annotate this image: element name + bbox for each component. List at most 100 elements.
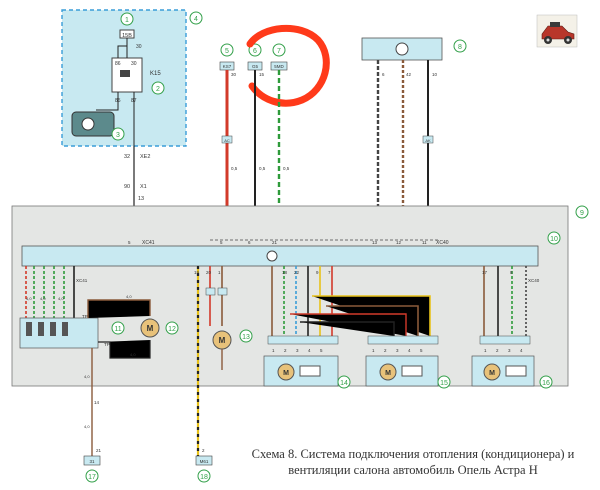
xc40-top: XC40 bbox=[436, 240, 449, 246]
svg-text:2: 2 bbox=[156, 86, 160, 93]
callout-4: 4 bbox=[189, 11, 203, 25]
svg-text:8: 8 bbox=[510, 270, 513, 275]
svg-text:5: 5 bbox=[128, 240, 131, 245]
motor-assembly-16: 1 2 3 4 M 16 bbox=[471, 335, 553, 389]
svg-text:18: 18 bbox=[200, 474, 208, 481]
svg-text:12: 12 bbox=[168, 326, 176, 333]
wire-32: 32 bbox=[124, 154, 130, 160]
svg-text:1: 1 bbox=[484, 348, 487, 353]
svg-text:4: 4 bbox=[520, 348, 523, 353]
ground-18-label: M61 bbox=[200, 459, 209, 464]
svg-text:1: 1 bbox=[272, 348, 275, 353]
svg-text:6: 6 bbox=[382, 72, 385, 77]
svg-text:18: 18 bbox=[282, 270, 288, 275]
component-6: G5 6 bbox=[247, 43, 263, 71]
svg-text:10: 10 bbox=[550, 236, 558, 243]
svg-text:3: 3 bbox=[116, 132, 120, 139]
svg-text:M: M bbox=[385, 370, 391, 377]
svg-text:1: 1 bbox=[372, 348, 375, 353]
wire-15-top: 15 bbox=[259, 72, 265, 77]
conn-x1: X1 bbox=[140, 184, 147, 190]
motor-assembly-15: 1 2 3 4 5 M 15 bbox=[365, 335, 451, 389]
svg-text:42: 42 bbox=[406, 72, 412, 77]
car-logo-icon bbox=[536, 14, 578, 48]
wire-ac-5: AC bbox=[224, 138, 230, 143]
relay-pin-86: 86 bbox=[115, 61, 121, 67]
relay-block: 15B K15 86 30 85 87 30 bbox=[61, 9, 187, 147]
svg-text:14: 14 bbox=[340, 380, 348, 387]
svg-text:6: 6 bbox=[253, 48, 257, 55]
caption-line-1: Схема 8. Система подключения отопления (… bbox=[251, 447, 575, 461]
svg-text:3: 3 bbox=[508, 348, 511, 353]
module-3-icon bbox=[81, 117, 95, 131]
svg-text:5MD: 5MD bbox=[274, 64, 284, 69]
svg-text:M: M bbox=[219, 336, 226, 345]
svg-text:17: 17 bbox=[88, 474, 96, 481]
xc40-right: XC40 bbox=[528, 278, 540, 283]
conn-xe2: XE2 bbox=[140, 154, 150, 160]
svg-text:1: 1 bbox=[218, 270, 221, 275]
callout-18: 18 bbox=[197, 469, 211, 483]
component-7: 5MD 7 bbox=[270, 43, 288, 71]
svg-text:22: 22 bbox=[294, 270, 300, 275]
svg-text:4: 4 bbox=[408, 348, 411, 353]
callout-3: 3 bbox=[111, 127, 125, 141]
svg-text:M: M bbox=[489, 370, 495, 377]
fuse-label: 15B bbox=[122, 33, 132, 39]
svg-text:11: 11 bbox=[422, 240, 427, 245]
motor-13: M 13 bbox=[212, 329, 253, 350]
svg-text:14: 14 bbox=[94, 400, 100, 405]
svg-text:16: 16 bbox=[542, 380, 550, 387]
svg-text:3: 3 bbox=[396, 348, 399, 353]
svg-text:G5: G5 bbox=[252, 64, 259, 69]
xc41-top: XC41 bbox=[142, 240, 155, 246]
connector-block-11: XC41 4,0 4,0 4,0 TP TP 11 bbox=[19, 266, 125, 349]
svg-text:9: 9 bbox=[580, 210, 584, 217]
svg-text:M: M bbox=[283, 370, 289, 377]
ground-18-box bbox=[195, 455, 213, 466]
svg-text:4,0: 4,0 bbox=[26, 296, 32, 301]
callout-2: 2 bbox=[151, 81, 165, 95]
svg-text:4: 4 bbox=[194, 16, 198, 23]
svg-text:19: 19 bbox=[194, 270, 200, 275]
motor-12: M 12 bbox=[140, 318, 179, 338]
motor-assembly-14: 1 2 3 4 5 M 14 bbox=[263, 335, 351, 389]
wire-90: 90 bbox=[124, 184, 130, 190]
svg-text:5: 5 bbox=[420, 348, 423, 353]
component-8: 8 6 42 10 bbox=[361, 37, 467, 77]
tp-label: TP bbox=[82, 314, 88, 319]
svg-text:6: 6 bbox=[248, 240, 251, 245]
svg-text:4,0: 4,0 bbox=[84, 424, 90, 429]
wire-05-b: 0,5 bbox=[259, 166, 266, 171]
svg-text:1: 1 bbox=[125, 17, 129, 24]
relay-coil bbox=[120, 70, 130, 77]
relay-wire-30: 30 bbox=[136, 44, 142, 50]
svg-text:17: 17 bbox=[482, 270, 488, 275]
svg-text:2: 2 bbox=[384, 348, 387, 353]
svg-text:13: 13 bbox=[242, 334, 250, 341]
tp-label-2: TP bbox=[104, 342, 110, 347]
highlight-circle bbox=[246, 24, 330, 107]
wire-05-a: 0,5 bbox=[231, 166, 238, 171]
svg-text:4,0: 4,0 bbox=[40, 296, 46, 301]
svg-text:10: 10 bbox=[432, 72, 438, 77]
caption-line-2: вентиляции салона автомобиль Опель Астра… bbox=[288, 463, 538, 477]
svg-text:2: 2 bbox=[202, 448, 205, 453]
wire-ak-8: AK bbox=[425, 138, 431, 143]
relay-label: K15 bbox=[150, 71, 161, 77]
svg-text:7: 7 bbox=[328, 270, 331, 275]
svg-text:2: 2 bbox=[496, 348, 499, 353]
svg-text:8: 8 bbox=[458, 44, 462, 51]
svg-text:12: 12 bbox=[396, 240, 402, 245]
wire-30-top: 30 bbox=[231, 72, 237, 77]
callout-17: 17 bbox=[85, 469, 99, 483]
svg-text:KS7: KS7 bbox=[223, 64, 232, 69]
svg-text:7: 7 bbox=[277, 48, 281, 55]
wiring-bundle: XC40 18 22 9 7 17 8 bbox=[271, 266, 540, 336]
svg-text:21: 21 bbox=[272, 240, 278, 245]
wire-05-c: 0,5 bbox=[283, 166, 290, 171]
svg-text:4,0: 4,0 bbox=[126, 294, 132, 299]
svg-text:2: 2 bbox=[284, 348, 287, 353]
svg-text:5: 5 bbox=[320, 348, 323, 353]
